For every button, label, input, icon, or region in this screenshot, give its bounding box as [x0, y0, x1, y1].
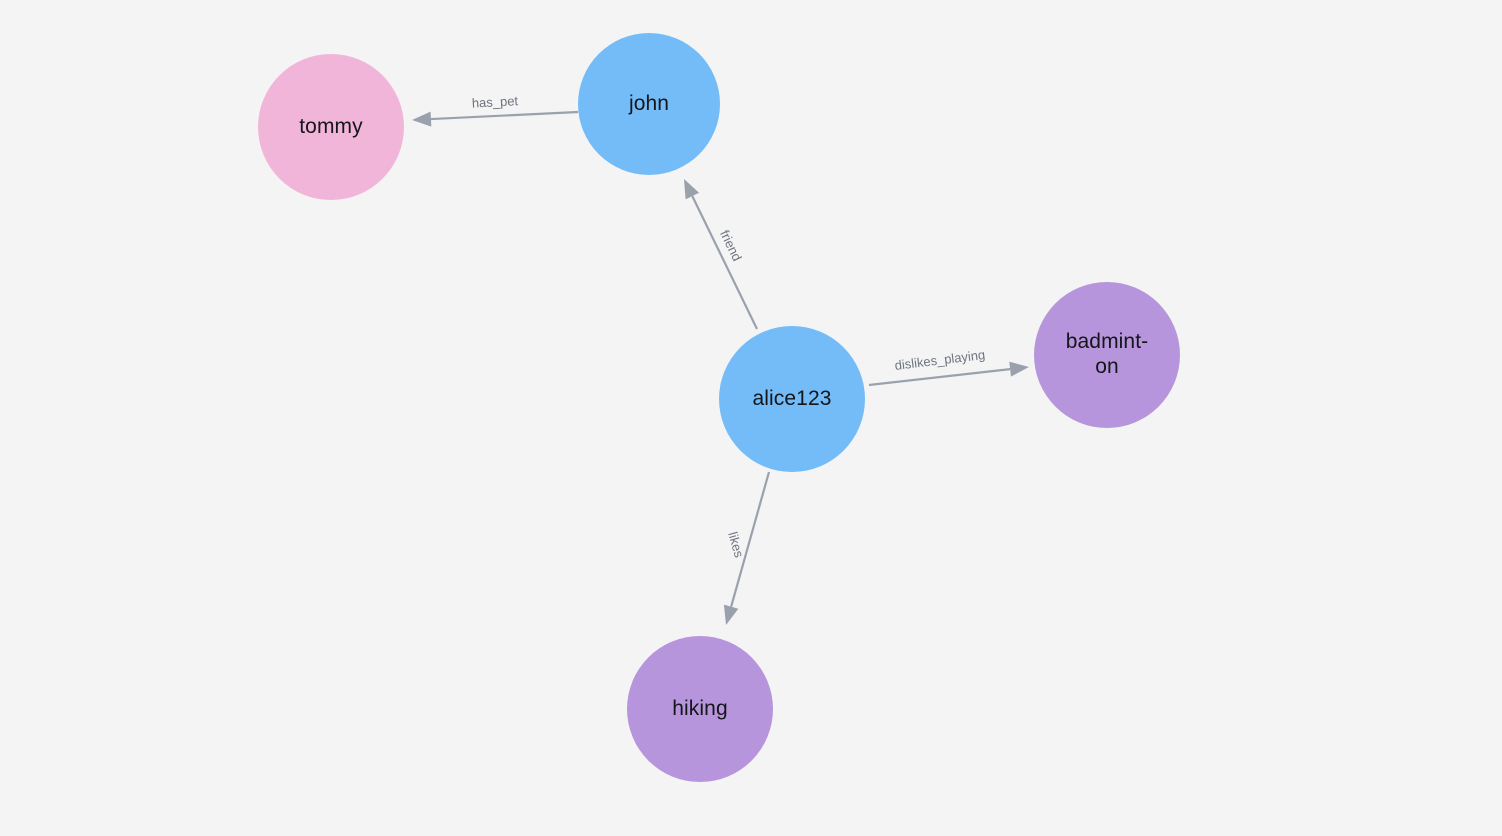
graph-edge-arrowhead-icon	[684, 179, 700, 200]
graph-edge-line[interactable]	[691, 195, 758, 330]
graph-node-label: tommy	[299, 114, 363, 138]
graph-node-tommy[interactable]: tommy	[258, 54, 404, 200]
graph-node-label: alice123	[752, 386, 832, 410]
graph-edge-line[interactable]	[868, 368, 1011, 387]
graph-node-label: badmint- on	[1065, 330, 1149, 378]
graph-edge-label: dislikes_playing	[894, 347, 986, 373]
graph-node-john[interactable]: john	[578, 33, 720, 175]
graph-edge-label: likes	[725, 530, 747, 560]
graph-edge-arrowhead-icon	[1009, 361, 1029, 377]
graph-node-badminton[interactable]: badmint- on	[1034, 282, 1180, 428]
graph-node-label: hiking	[672, 696, 728, 720]
graph-edge-line[interactable]	[730, 471, 771, 608]
graph-node-alice123[interactable]: alice123	[719, 326, 865, 472]
graph-node-label: john	[628, 91, 670, 115]
graph-edge-arrowhead-icon	[723, 604, 739, 625]
graph-edge-label: friend	[717, 228, 745, 264]
graph-node-hiking[interactable]: hiking	[627, 636, 773, 782]
graph-edge-label: has_pet	[471, 93, 518, 110]
graph-edge-line[interactable]	[430, 110, 579, 121]
graph-edge-arrowhead-icon	[412, 111, 432, 127]
